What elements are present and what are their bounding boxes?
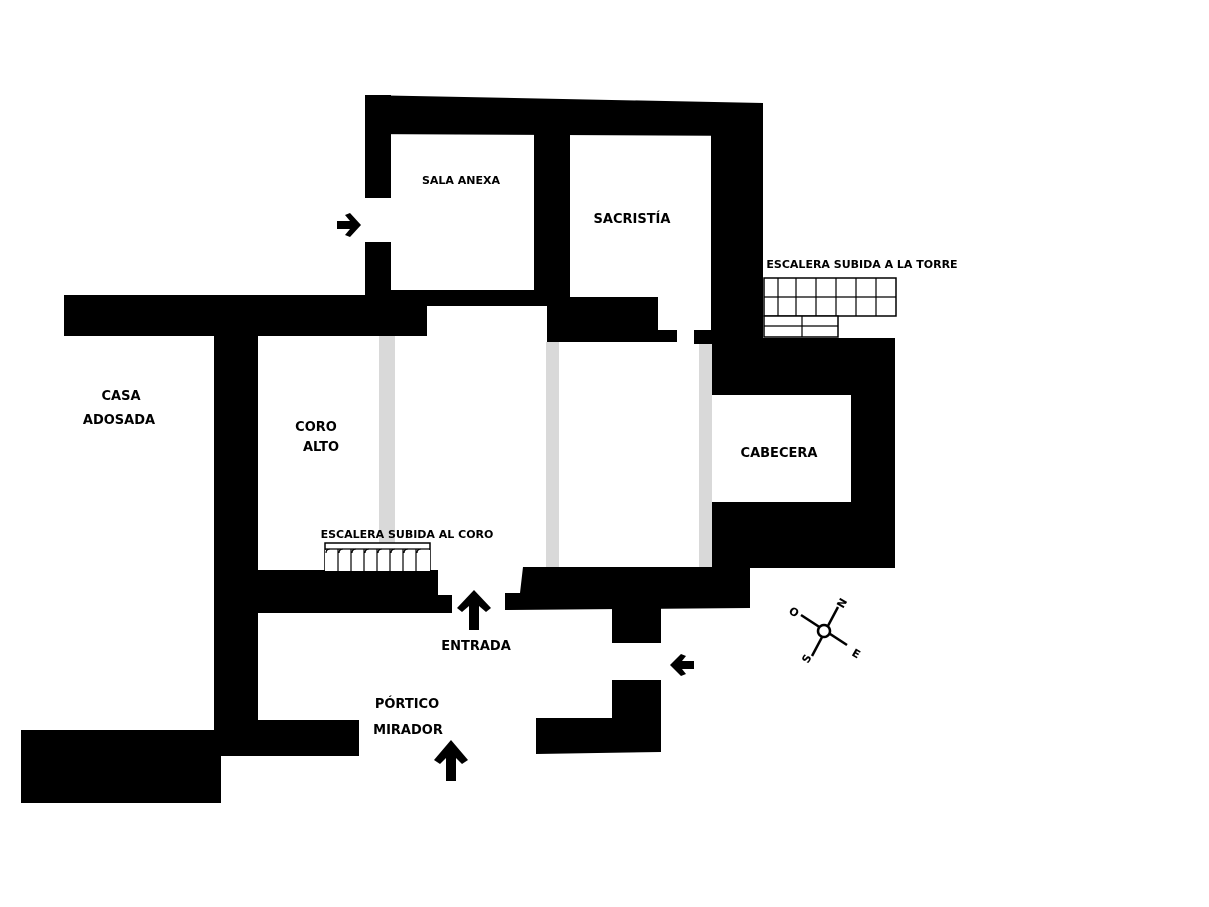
label-casa: CASA bbox=[101, 389, 140, 404]
nave-south-wall-east bbox=[505, 567, 750, 610]
arrow-right-icon bbox=[337, 213, 361, 237]
north-wall bbox=[365, 95, 763, 136]
aisle-line-1 bbox=[379, 336, 395, 570]
label-mirador: MIRADOR bbox=[373, 723, 443, 738]
label-sacristia: SACRISTÍA bbox=[594, 211, 671, 227]
entrance-arrow bbox=[457, 590, 491, 630]
portico-south-wall-west bbox=[214, 720, 359, 756]
compass-east: E bbox=[850, 646, 863, 661]
sacristy-east-wall bbox=[711, 103, 763, 343]
walls bbox=[21, 95, 895, 803]
label-alto: ALTO bbox=[303, 440, 339, 455]
room-labels: SALA ANEXA SACRISTÍA ESCALERA SUBIDA A L… bbox=[83, 174, 958, 738]
southwest-block bbox=[21, 730, 221, 803]
label-portico: PÓRTICO bbox=[375, 696, 439, 712]
portico-south-wall-east bbox=[536, 680, 661, 754]
arrow-up-icon bbox=[434, 740, 468, 781]
nave-south-wall-west-stub bbox=[438, 595, 452, 613]
sacristy-south-wall-right bbox=[694, 330, 714, 344]
cabecera-south-wall bbox=[711, 502, 895, 568]
sacristy-south-wall-left bbox=[547, 297, 658, 342]
arrow-left-icon bbox=[670, 654, 694, 676]
portico-arrow bbox=[434, 740, 468, 781]
nave-south-wall-west bbox=[214, 570, 438, 613]
compass-west: O bbox=[787, 604, 802, 620]
nave-north-wall-step bbox=[365, 295, 427, 325]
label-escalera-torre: ESCALERA SUBIDA A LA TORRE bbox=[766, 258, 957, 271]
label-cabecera: CABECERA bbox=[741, 446, 818, 461]
label-coro: CORO bbox=[295, 420, 337, 435]
nave-aisle-lines bbox=[379, 336, 712, 570]
portico-east-arrow bbox=[670, 654, 694, 676]
label-entrada: ENTRADA bbox=[441, 639, 511, 654]
label-escalera-coro: ESCALERA SUBIDA AL CORO bbox=[321, 528, 494, 541]
coro-west-wall bbox=[214, 295, 258, 756]
compass-rose: N S E O bbox=[787, 596, 863, 665]
label-adosada: ADOSADA bbox=[83, 413, 155, 428]
annex-door-arrow bbox=[337, 213, 361, 237]
annex-sacristy-wall bbox=[534, 134, 570, 306]
aisle-line-3 bbox=[699, 344, 712, 567]
coro-staircase bbox=[324, 542, 431, 572]
portico-east-stub-upper bbox=[612, 606, 661, 643]
tower-staircase bbox=[763, 277, 897, 338]
aisle-line-2 bbox=[546, 342, 559, 567]
annex-west-wall-upper bbox=[365, 95, 391, 198]
arrow-up-icon bbox=[457, 590, 491, 630]
label-sala-anexa: SALA ANEXA bbox=[422, 174, 501, 187]
sacristy-south-wall-mid bbox=[658, 330, 677, 342]
